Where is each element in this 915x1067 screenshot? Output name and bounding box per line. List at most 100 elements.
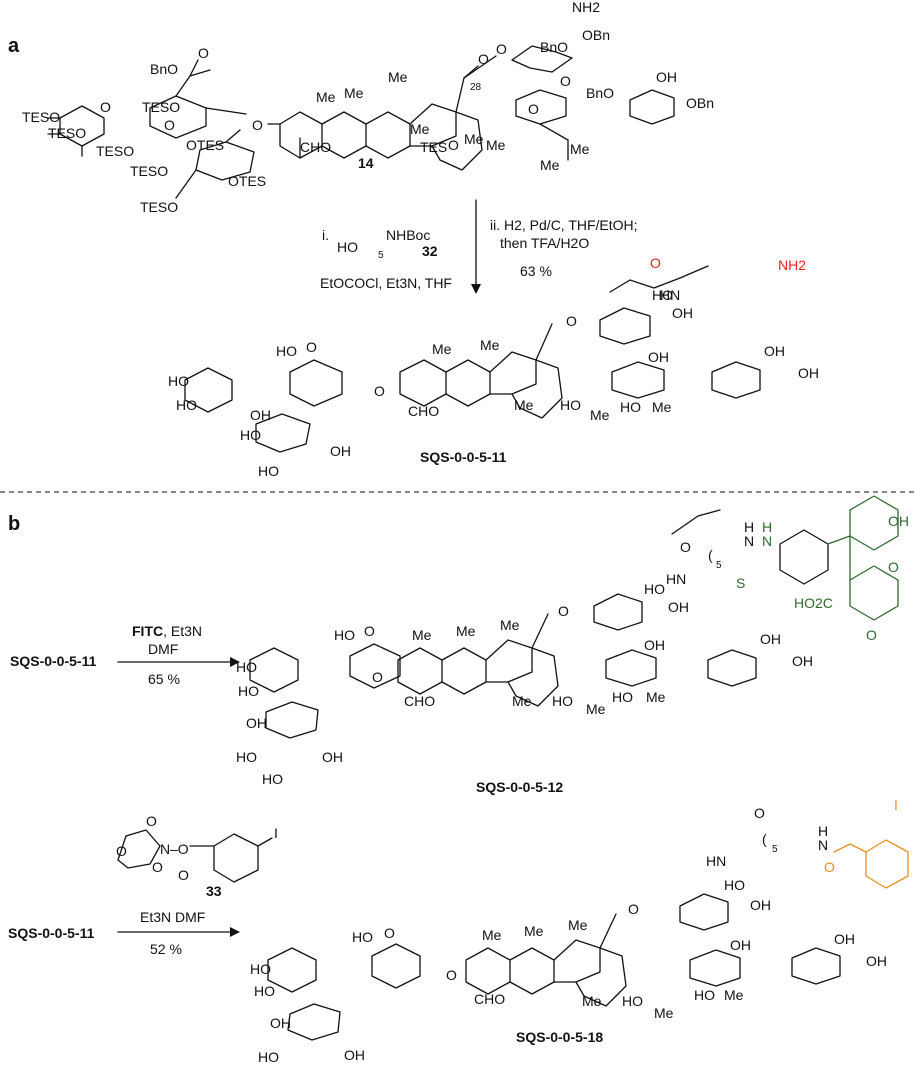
svg-text:Me: Me [486,137,506,153]
svg-text:Me: Me [412,627,432,643]
svg-text:HO: HO [560,397,581,413]
svg-text:I: I [894,797,898,813]
svg-text:Me: Me [512,693,532,709]
svg-text:CHO: CHO [300,139,331,155]
compound-14-structure: TESO TESO TESO O O BnO TESO O OTES OTES … [22,0,714,215]
svg-text:(: ( [762,831,767,847]
svg-text:63 %: 63 % [520,263,552,279]
svg-text:HO: HO [262,771,283,787]
svg-text:HO: HO [254,983,275,999]
svg-text:TESO: TESO [48,125,86,141]
svg-text:HO: HO [644,581,665,597]
svg-text:O: O [558,603,569,619]
svg-text:OH: OH [344,1047,365,1063]
svg-text:O: O [528,101,539,117]
svg-text:65 %: 65 % [148,671,180,687]
svg-text:HO: HO [258,1049,279,1065]
svg-text:FITC, Et3N: FITC, Et3N [132,623,202,639]
svg-text:(: ( [708,547,713,563]
panel-b-label: b [8,513,20,535]
svg-text:5: 5 [378,250,384,261]
svg-text:HO: HO [352,929,373,945]
svg-text:I: I [274,825,278,841]
svg-text:OH: OH [888,513,909,529]
svg-text:TESO: TESO [96,143,134,159]
svg-text:O: O [198,45,209,61]
svg-text:Me: Me [432,341,452,357]
svg-text:Me: Me [464,131,484,147]
svg-text:TES: TES [420,139,447,155]
arrow-head-a [471,284,481,294]
svg-text:Me: Me [582,993,602,1009]
svg-text:HO: HO [168,373,189,389]
svg-text:O: O [566,313,577,329]
svg-text:52 %: 52 % [150,941,182,957]
svg-text:O: O [384,925,395,941]
step-i-conditions: i. HO NHBoc 32 5 EtOCOCl, Et3N, THF [320,227,452,291]
svg-text:Et3N DMF: Et3N DMF [140,909,205,925]
product-sqs-18-structure: O HN ( 5 O N H O I HO HO HO O OH HO OH C… [250,797,909,1065]
svg-text:HO: HO [236,659,257,675]
svg-text:H: H [762,519,772,535]
svg-text:O: O [252,117,263,133]
svg-text:Me: Me [646,689,666,705]
svg-text:O: O [100,99,111,115]
svg-text:Me: Me [586,701,606,717]
svg-text:14: 14 [358,155,374,171]
svg-text:OH: OH [648,349,669,365]
svg-text:O: O [754,805,765,821]
svg-text:ii. H2, Pd/C, THF/EtOH;: ii. H2, Pd/C, THF/EtOH; [490,217,638,233]
svg-text:O: O [146,813,157,829]
svg-text:O: O [866,627,877,643]
svg-text:HO: HO [176,397,197,413]
svg-text:N: N [762,533,772,549]
svg-text:TESO: TESO [142,99,180,115]
svg-text:Me: Me [652,399,672,415]
svg-text:OH: OH [760,631,781,647]
svg-text:OH: OH [866,953,887,969]
svg-text:OH: OH [668,599,689,615]
svg-text:Me: Me [654,1005,674,1021]
svg-text:S: S [736,575,745,591]
svg-text:SQS-0-0-5-11: SQS-0-0-5-11 [8,925,95,941]
svg-text:O: O [152,859,163,875]
svg-text:Me: Me [456,623,476,639]
svg-text:Me: Me [568,917,588,933]
svg-text:BnO: BnO [150,61,178,77]
svg-text:OH: OH [246,715,267,731]
svg-text:O: O [306,339,317,355]
svg-text:O: O [448,137,459,153]
svg-text:HO: HO [238,683,259,699]
svg-text:HO: HO [258,463,279,479]
svg-text:NHBoc: NHBoc [386,227,430,243]
svg-text:OH: OH [750,897,771,913]
svg-text:TESO: TESO [140,199,178,215]
svg-text:Me: Me [570,141,590,157]
svg-text:HN: HN [706,853,726,869]
svg-text:CHO: CHO [408,403,439,419]
svg-text:TESO: TESO [130,163,168,179]
svg-text:Me: Me [316,89,336,105]
svg-text:OH: OH [322,749,343,765]
svg-text:HO: HO [620,399,641,415]
svg-text:HO: HO [250,961,271,977]
svg-text:EtOCOCl, Et3N, THF: EtOCOCl, Et3N, THF [320,275,452,291]
svg-text:HO: HO [276,343,297,359]
svg-text:O: O [888,559,899,575]
svg-text:N: N [744,533,754,549]
svg-text:CHO: CHO [404,693,435,709]
svg-text:O: O [178,867,189,883]
svg-text:OH: OH [672,305,693,321]
svg-text:DMF: DMF [148,641,178,657]
svg-text:HN: HN [660,287,680,303]
svg-text:N: N [160,841,170,857]
svg-text:HO: HO [337,239,358,255]
svg-text:OH: OH [834,931,855,947]
svg-text:Me: Me [480,337,500,353]
svg-text:O: O [680,539,691,555]
svg-text:32: 32 [422,243,438,259]
rxn2-conditions: SQS-0-0-5-11 Et3N DMF 52 % [8,909,240,957]
svg-text:BnO: BnO [540,39,568,55]
svg-text:5: 5 [772,844,778,855]
